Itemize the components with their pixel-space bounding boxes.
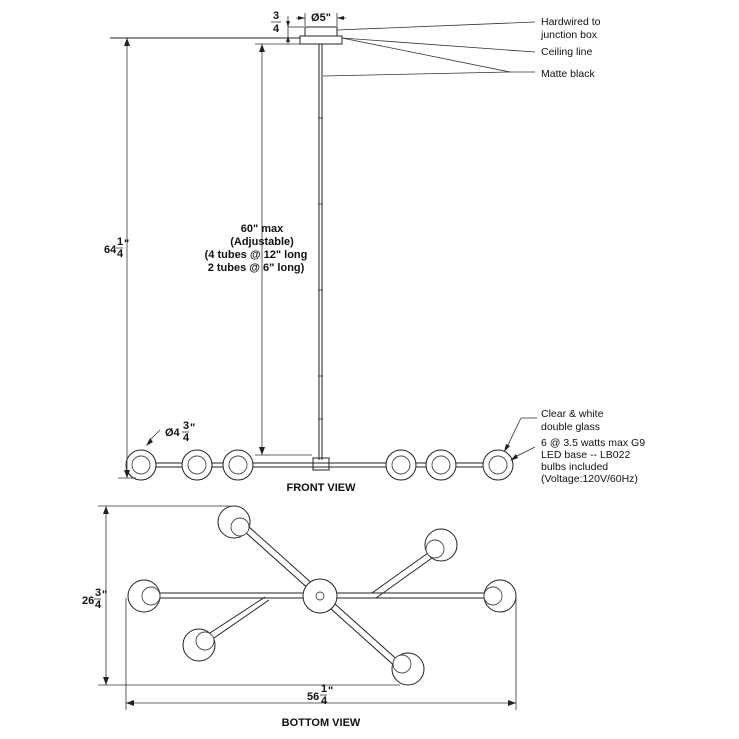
finish-label: Matte black xyxy=(541,68,595,80)
front-globe xyxy=(125,449,157,481)
bottom-globe xyxy=(424,528,458,562)
depth-den: 4 xyxy=(95,599,102,611)
svg-text:": " xyxy=(102,589,107,601)
width-den: 4 xyxy=(321,695,328,707)
canopy-height-den: 4 xyxy=(273,23,280,35)
canopy-diameter: Ø5" xyxy=(311,12,331,24)
bottom-globe xyxy=(127,579,161,613)
stem-length-line2: (Adjustable) xyxy=(230,236,294,248)
bottom-globe xyxy=(182,628,216,662)
center-hub xyxy=(312,457,330,471)
bottom-globe xyxy=(391,652,425,686)
svg-text:": " xyxy=(124,238,129,250)
width-num: 1 xyxy=(321,683,327,695)
bottom-globe xyxy=(217,505,251,539)
depth-whole: 26 xyxy=(82,595,94,607)
stem-length-line4: 2 tubes @ 6" long) xyxy=(208,262,305,274)
front-view-title: FRONT VIEW xyxy=(286,482,356,494)
glass-label-line1: Clear & white xyxy=(541,408,604,420)
bottom-view: 26 3 4 " 56 1 4 " BOTTOM VIEW xyxy=(82,505,517,729)
bottom-globe xyxy=(483,579,517,613)
front-view: 64 1 4 " 60" max (Adjustable) (4 tubes @… xyxy=(104,10,645,494)
canopy-height-num: 3 xyxy=(273,10,279,22)
glass-label-line2: double glass xyxy=(541,421,600,433)
bulb-label-line3: bulbs included xyxy=(541,461,608,473)
bottom-view-title: BOTTOM VIEW xyxy=(282,717,361,729)
overall-height-whole: 64 xyxy=(104,244,117,256)
bulb-label-line4: (Voltage:120V/60Hz) xyxy=(541,473,638,485)
front-globe xyxy=(425,449,457,481)
canopy xyxy=(304,26,338,37)
overall-height-den: 4 xyxy=(117,248,124,260)
globe-diameter-den: 4 xyxy=(183,432,190,444)
bulb-label-line1: 6 @ 3.5 watts max G9 xyxy=(541,437,645,449)
svg-text:": " xyxy=(328,685,333,697)
front-globe xyxy=(222,449,254,481)
stem-length-line3: (4 tubes @ 12" long xyxy=(205,249,308,261)
depth-num: 3 xyxy=(95,587,101,599)
ceiling-line-label: Ceiling line xyxy=(541,46,593,58)
hardwired-label-line2: junction box xyxy=(540,29,598,41)
stem-length-line1: 60" max xyxy=(241,223,284,235)
overall-height-num: 1 xyxy=(117,236,123,248)
front-globe xyxy=(482,449,514,481)
front-globe xyxy=(385,449,417,481)
bulb-label-line2: LED base -- LB022 xyxy=(541,449,630,461)
svg-text:": " xyxy=(190,422,195,434)
width-whole: 56 xyxy=(307,691,319,703)
hardwired-label-line1: Hardwired to xyxy=(541,16,601,28)
canopy-base xyxy=(299,35,343,45)
globe-diameter-whole: Ø4 xyxy=(165,427,181,439)
front-globe xyxy=(181,449,213,481)
globe-diameter-num: 3 xyxy=(183,420,189,432)
